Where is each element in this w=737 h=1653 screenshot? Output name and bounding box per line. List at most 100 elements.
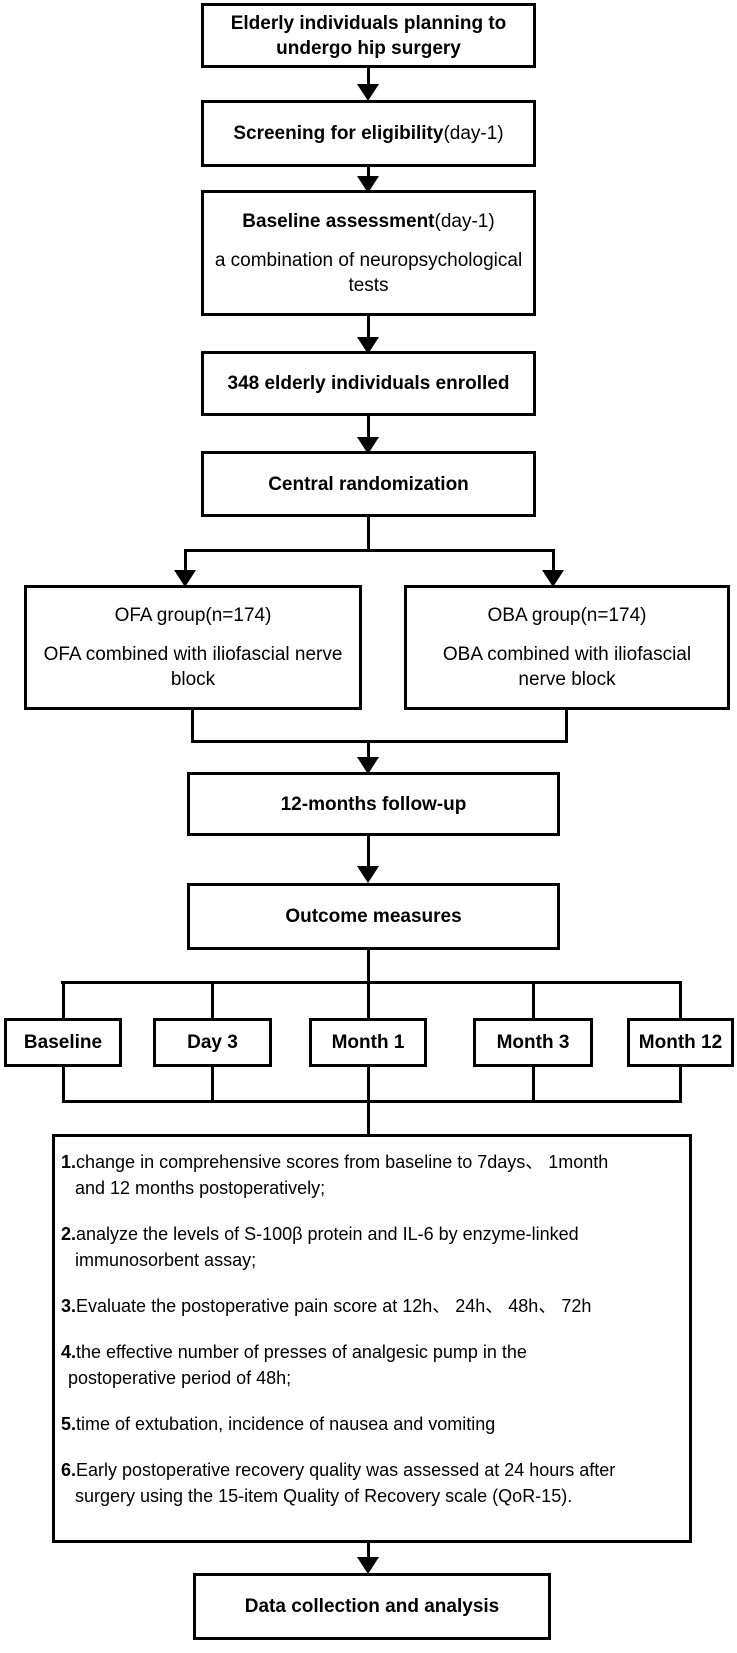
connector-drop-month3 — [532, 981, 535, 1020]
outcome-item-line: 3.Evaluate the postoperative pain score … — [61, 1293, 591, 1319]
connector-stem-2 — [367, 165, 370, 176]
outcome-item-number: 6. — [61, 1460, 77, 1480]
timepoint-box-month12: Month 12 — [627, 1018, 734, 1067]
arrowhead-down-icon — [357, 176, 379, 193]
connector-rise-month12 — [679, 1065, 682, 1102]
connector-branch-left — [184, 549, 187, 571]
connector-merge-bar — [191, 740, 568, 743]
connector-dist-bar — [61, 981, 682, 984]
box-elderly-population: Elderly individuals planning to undergo … — [201, 3, 536, 68]
outcome-item-number: 4. — [61, 1342, 77, 1362]
timepoint-box-day3: Day 3 — [153, 1018, 272, 1067]
connector-merge2-bar — [62, 1100, 682, 1103]
connector-merge-right — [565, 708, 568, 743]
outcome-item-number: 3. — [61, 1296, 77, 1316]
box-baseline-assessment-title-suffix: (day-1) — [434, 210, 495, 232]
box-screening-label-bold: Screening for eligibility — [233, 123, 444, 144]
connector-drop-day3 — [211, 981, 214, 1020]
arrowhead-down-icon — [357, 866, 379, 883]
timepoint-label: Month 3 — [496, 1032, 570, 1053]
arrowhead-down-icon — [357, 84, 379, 101]
connector-branch-right — [552, 549, 555, 571]
connector-rise-month3 — [532, 1065, 535, 1102]
connector-merge2-stem — [367, 1100, 370, 1136]
timepoint-label: Day 3 — [187, 1032, 238, 1053]
outcome-item-6: 6.Early postoperative recovery quality w… — [61, 1457, 615, 1509]
box-randomization: Central randomization — [201, 451, 536, 517]
connector-stem-4 — [367, 414, 370, 437]
arrowhead-down-icon — [357, 437, 379, 454]
timepoint-label: Month 12 — [638, 1032, 723, 1053]
outcome-item-line: 1.change in comprehensive scores from ba… — [61, 1149, 608, 1175]
outcome-item-text: time of extubation, incidence of nausea … — [76, 1414, 496, 1434]
connector-drop-month1 — [367, 981, 370, 1020]
connector-drop-month12 — [679, 981, 682, 1020]
outcome-item-text: change in comprehensive scores from base… — [76, 1152, 609, 1172]
connector-final-stem — [367, 1541, 370, 1558]
outcome-item-line: 2.analyze the levels of S-100β protein a… — [61, 1221, 579, 1247]
timepoint-label: Month 1 — [331, 1032, 405, 1053]
outcome-item-line: and 12 months postoperatively; — [75, 1178, 326, 1198]
box-outcomes-list: 1.change in comprehensive scores from ba… — [52, 1134, 692, 1543]
outcome-item-number: 2. — [61, 1224, 77, 1244]
timepoint-box-month3: Month 3 — [473, 1018, 593, 1067]
box-baseline-assessment-title: Baseline assessment(day-1) — [242, 209, 494, 234]
box-data-collection: Data collection and analysis — [193, 1573, 551, 1640]
outcome-item-line: 4.the effective number of presses of ana… — [61, 1339, 527, 1365]
connector-stem-5 — [367, 834, 370, 867]
outcome-item-number: 1. — [61, 1152, 77, 1172]
box-elderly-population-label: Elderly individuals planning to undergo … — [230, 12, 507, 59]
box-outcome-measures: Outcome measures — [187, 883, 560, 950]
box-oba-group-detail: OBA combined with iliofascial nerve bloc… — [442, 644, 692, 690]
outcome-item-1: 1.change in comprehensive scores from ba… — [61, 1149, 608, 1201]
box-outcome-measures-label: Outcome measures — [285, 906, 462, 927]
box-oba-group-title: OBA group(n=174) — [487, 605, 647, 626]
outcome-item-text: Early postoperative recovery quality was… — [76, 1460, 616, 1480]
outcome-item-line: postoperative period of 48h; — [68, 1368, 292, 1388]
timepoint-box-month1: Month 1 — [309, 1018, 427, 1067]
outcome-item-5: 5.time of extubation, incidence of nause… — [61, 1411, 495, 1437]
outcome-item-line: surgery using the 15-item Quality of Rec… — [75, 1486, 573, 1506]
box-randomization-label: Central randomization — [268, 473, 469, 495]
timepoint-label: Baseline — [23, 1032, 103, 1053]
outcome-item-line: 6.Early postoperative recovery quality w… — [61, 1457, 615, 1483]
connector-branch-bar — [184, 549, 555, 552]
outcome-item-number: 5. — [61, 1414, 77, 1434]
arrowhead-down-icon — [357, 337, 379, 354]
connector-rise-day3 — [211, 1065, 214, 1102]
arrowhead-down-icon — [174, 570, 196, 587]
arrowhead-down-icon — [357, 757, 379, 774]
connector-branch-stem — [367, 515, 370, 551]
outcome-item-line: 5.time of extubation, incidence of nause… — [61, 1411, 495, 1437]
outcome-item-4: 4.the effective number of presses of ana… — [61, 1339, 527, 1391]
box-oba-group: OBA group(n=174) OBA combined with iliof… — [404, 585, 730, 710]
box-screening: Screening for eligibility(day-1) — [201, 100, 536, 167]
box-enrolled-label: 348 elderly individuals enrolled — [227, 373, 510, 394]
box-baseline-assessment-detail: a combination of neuropsychological test… — [214, 249, 523, 296]
box-followup-label: 12-months follow-up — [280, 793, 467, 815]
box-enrolled: 348 elderly individuals enrolled — [201, 351, 536, 416]
outcome-item-text: the effective number of presses of analg… — [76, 1342, 527, 1362]
box-ofa-group-detail: OFA combined with iliofascial nerve bloc… — [43, 644, 343, 690]
arrowhead-down-icon — [357, 1557, 379, 1574]
connector-stem-1 — [367, 66, 370, 86]
box-baseline-assessment-title-bold: Baseline assessment — [242, 210, 435, 232]
connector-dist-stem — [367, 948, 370, 983]
timepoint-box-baseline: Baseline — [4, 1018, 122, 1067]
connector-stem-3 — [367, 314, 370, 337]
box-data-collection-label: Data collection and analysis — [244, 1596, 500, 1617]
outcome-item-3: 3.Evaluate the postoperative pain score … — [61, 1293, 591, 1319]
box-followup: 12-months follow-up — [187, 772, 560, 836]
box-screening-label: Screening for eligibility(day-1) — [233, 121, 503, 146]
outcome-item-text: Evaluate the postoperative pain score at… — [76, 1296, 592, 1316]
connector-rise-month1 — [367, 1065, 370, 1102]
box-baseline-assessment: Baseline assessment(day-1) a combination… — [201, 190, 536, 316]
outcome-item-line: immunosorbent assay; — [75, 1250, 257, 1270]
connector-rise-baseline — [62, 1065, 65, 1102]
box-ofa-group: OFA group(n=174) OFA combined with iliof… — [24, 585, 362, 710]
connector-merge-stem — [367, 740, 370, 758]
connector-drop-baseline — [62, 981, 65, 1020]
outcome-item-text: analyze the levels of S-100β protein and… — [76, 1224, 579, 1244]
outcome-item-2: 2.analyze the levels of S-100β protein a… — [61, 1221, 579, 1273]
